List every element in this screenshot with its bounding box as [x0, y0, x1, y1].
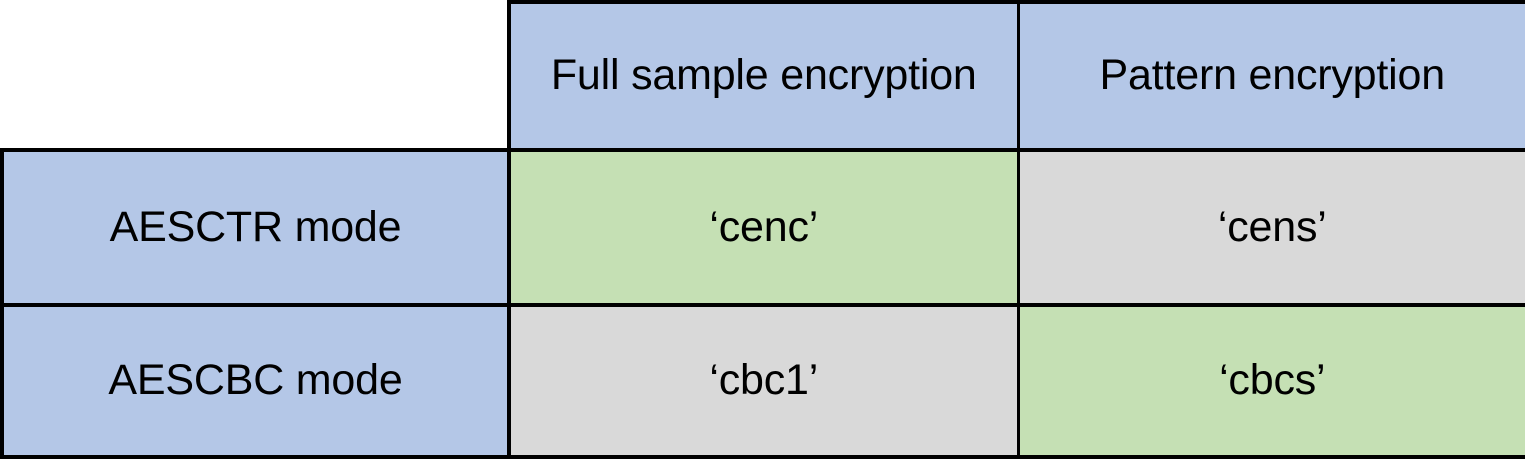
cell-value: ‘cens’: [1020, 204, 1525, 251]
column-header-pattern-encryption: Pattern encryption: [1018, 2, 1525, 150]
table-row-aescbc: AESCBC mode ‘cbc1’ ‘cbcs’: [2, 305, 1525, 457]
column-header-full-sample-encryption: Full sample encryption: [509, 2, 1018, 150]
row-header-label: AESCBC mode: [4, 357, 507, 404]
row-header-label: AESCTR mode: [4, 204, 507, 251]
cell-value: ‘cbcs’: [1020, 357, 1525, 404]
table-header-row: Full sample encryption Pattern encryptio…: [2, 2, 1525, 150]
cell-aescbc-full-sample-encryption: ‘cbc1’: [509, 305, 1018, 457]
cell-aesctr-full-sample-encryption: ‘cenc’: [509, 150, 1018, 305]
row-header-aescbc: AESCBC mode: [2, 305, 509, 457]
column-header-label: Full sample encryption: [511, 52, 1017, 99]
column-header-label: Pattern encryption: [1020, 52, 1525, 99]
cell-value: ‘cenc’: [511, 204, 1017, 251]
cell-aescbc-pattern-encryption: ‘cbcs’: [1018, 305, 1525, 457]
cell-aesctr-pattern-encryption: ‘cens’: [1018, 150, 1525, 305]
table-row-aesctr: AESCTR mode ‘cenc’ ‘cens’: [2, 150, 1525, 305]
cell-value: ‘cbc1’: [511, 357, 1017, 404]
matrix-corner-cell: [2, 2, 509, 150]
row-header-aesctr: AESCTR mode: [2, 150, 509, 305]
